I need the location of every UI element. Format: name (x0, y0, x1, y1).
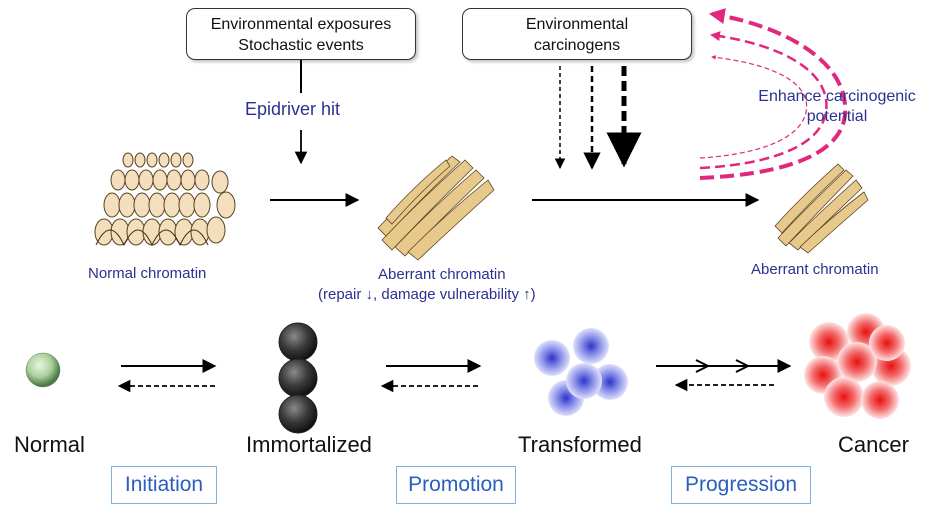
carcinogens-line2: carcinogens (533, 37, 621, 54)
caption-prefix: (repair (318, 286, 362, 303)
normal-cell (25, 352, 61, 388)
stage-progression: Progression (671, 466, 811, 504)
stage-initiation: Initiation (111, 466, 217, 504)
enhance-line2: potential (806, 108, 868, 125)
aberrant-chromatin-mid-label: Aberrant chromatin (378, 266, 506, 283)
cancer-cells (804, 313, 911, 419)
transformed-cells (534, 328, 628, 416)
vulnerability-up-arrow-icon: ↑ (523, 286, 531, 303)
exposures-box: Environmental exposures Stochastic event… (186, 8, 416, 60)
aberrant-chromatin-right-label: Aberrant chromatin (751, 261, 879, 278)
normal-chromatin-graphic (94, 152, 236, 247)
cancer-cell-label: Cancer (838, 432, 909, 457)
transformed-cell-label: Transformed (518, 432, 642, 457)
aberrant-chromatin-right-graphic (774, 163, 869, 254)
immortalized-cells (278, 322, 318, 434)
enhance-curve-thin (699, 55, 808, 159)
immortalized-cell-label: Immortalized (246, 432, 372, 457)
repair-down-arrow-icon: ↓ (365, 286, 374, 303)
normal-chromatin-label: Normal chromatin (88, 265, 207, 282)
exposures-line2: Stochastic events (238, 37, 364, 54)
enhance-label: Enhance carcinogenic potential (752, 87, 922, 127)
epidriver-hit-label: Epidriver hit (245, 99, 341, 119)
carcinogens-line1: Environmental (525, 16, 629, 33)
normal-cell-label: Normal (14, 432, 85, 457)
aberrant-chromatin-mid-graphic (377, 155, 495, 261)
aberrant-chromatin-caption: (repair ↓, damage vulnerability ↑) (318, 286, 536, 303)
enhance-line1: Enhance carcinogenic (758, 88, 916, 105)
carcinogens-box: Environmental carcinogens (462, 8, 692, 60)
progression-mid-arrowheads (695, 359, 751, 373)
enhance-curve-medium (699, 31, 828, 170)
stage-promotion: Promotion (396, 466, 516, 504)
caption-middle: , damage vulnerability (373, 286, 519, 303)
caption-suffix: ) (530, 286, 536, 303)
exposures-line1: Environmental exposures (210, 16, 392, 33)
enhance-curve-thick (699, 8, 848, 180)
